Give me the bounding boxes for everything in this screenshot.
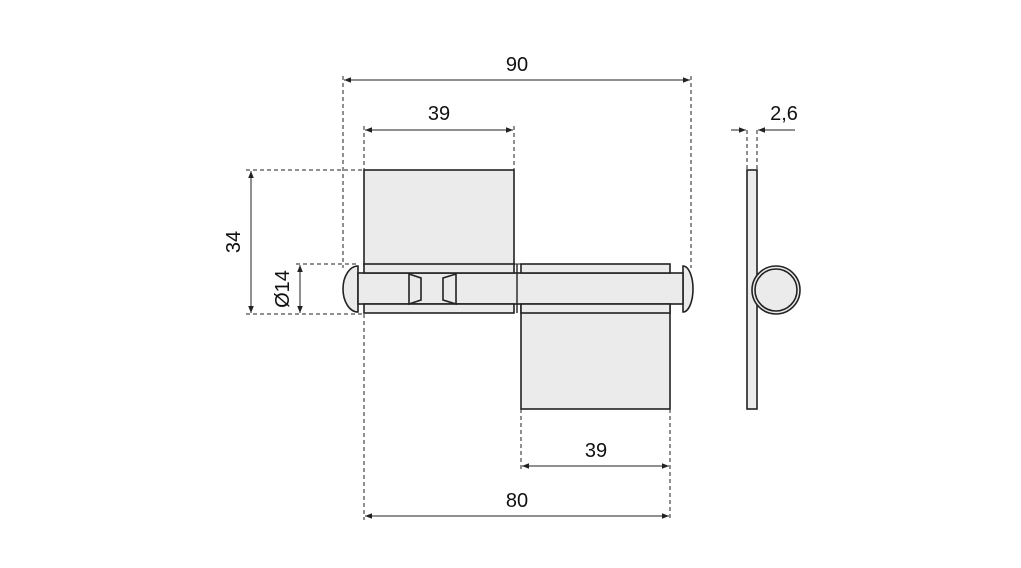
dim-height: 34 [223,231,245,253]
pin-groove-left [408,272,422,306]
upper-knuckle-bottom [363,303,515,314]
dim-thickness: 2,6 [770,103,798,125]
hinge-front-view [342,169,694,410]
extension-lines [246,76,758,520]
lower-leaf [520,303,671,410]
upper-leaf [363,169,515,266]
dim-upper-leaf-width: 39 [428,103,450,125]
pin-groove-right [442,272,457,306]
lower-knuckle-bottom [520,303,671,314]
pin [357,272,684,305]
hinge-side-view [746,169,801,410]
dim-lower-leaf-width: 39 [585,440,607,462]
upper-knuckle-top [363,263,515,274]
lower-knuckle-top [520,263,671,274]
dim-leaf-span: 80 [506,490,528,512]
dimension-lines [248,77,795,519]
knuckle-inner [754,268,798,312]
dim-overall-width: 90 [506,54,528,76]
right-cap [682,265,694,313]
left-cap [342,265,359,313]
dim-knuckle-diameter: Ø14 [272,270,294,308]
